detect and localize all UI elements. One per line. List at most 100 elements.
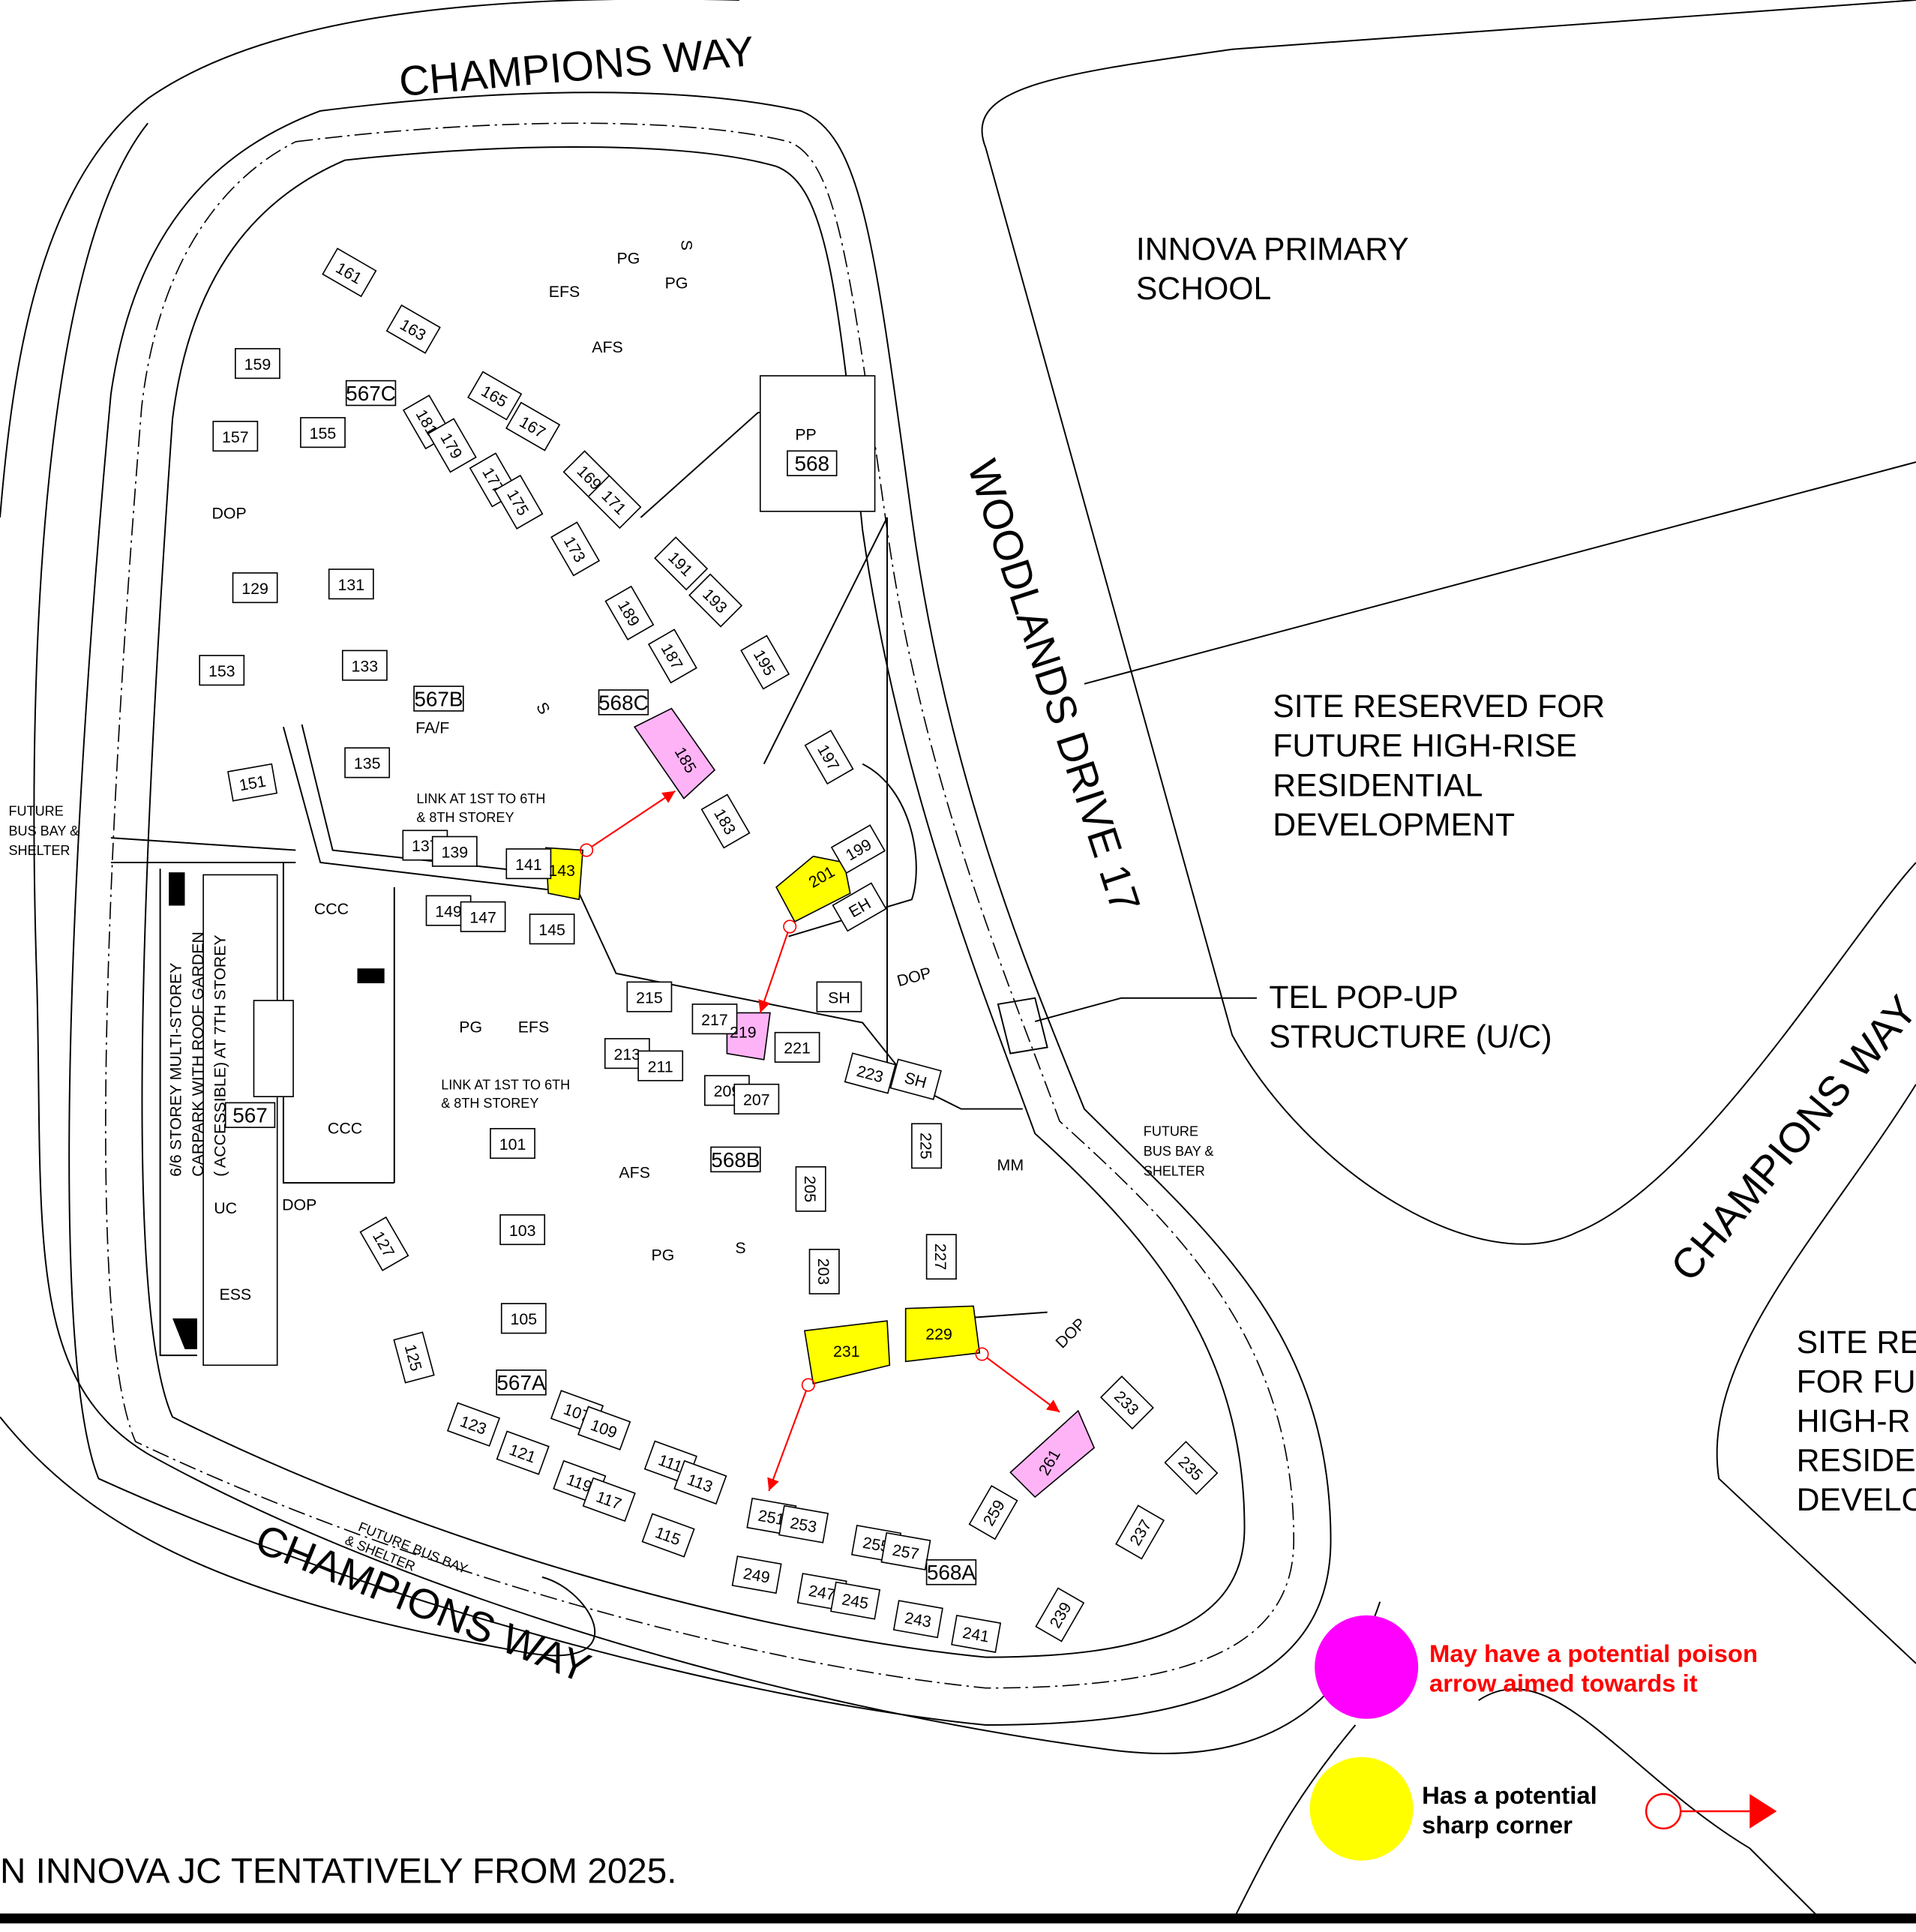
precinct-box <box>710 1146 761 1173</box>
block-157: 157 <box>212 421 259 452</box>
block-number: 221 <box>784 1040 811 1058</box>
block-outline <box>582 1477 636 1522</box>
footer-note: N INNOVA JC TENTATIVELY FROM 2025. <box>0 1851 677 1891</box>
block-eh: EH <box>832 882 887 932</box>
block-155: 155 <box>300 417 346 448</box>
block-231-sharp-highlight <box>803 1320 891 1384</box>
block-225: 225 <box>911 1123 943 1169</box>
facility-fa-f: FA/F <box>415 719 449 737</box>
block-number: 145 <box>538 921 565 939</box>
block-249: 249 <box>731 1556 782 1594</box>
block-outline <box>889 1058 942 1100</box>
block-outline <box>235 348 280 380</box>
precinct-box <box>496 1370 547 1396</box>
block-outline <box>637 1050 684 1082</box>
block-239: 239 <box>1035 1587 1085 1642</box>
block-number: 253 <box>789 1514 818 1537</box>
block-163: 163 <box>385 304 441 354</box>
block-outline <box>199 655 245 686</box>
block-135: 135 <box>344 747 391 778</box>
precinct-box <box>925 1559 977 1586</box>
block-number: 217 <box>701 1011 728 1029</box>
block-229-sharp-highlight <box>904 1305 981 1363</box>
facility-dop: DOP <box>895 964 934 990</box>
block-189: 189 <box>604 585 655 640</box>
block-number: 157 <box>222 428 249 446</box>
block-261-poison-highlight <box>1009 1409 1096 1498</box>
block-215: 215 <box>626 981 673 1012</box>
facility-afs: AFS <box>619 1164 650 1182</box>
block-197: 197 <box>804 729 854 785</box>
block-outline <box>446 1402 501 1447</box>
block-219-poison-highlight <box>726 1012 771 1060</box>
block-number: 257 <box>891 1541 920 1564</box>
block-outline <box>604 585 655 640</box>
facility-pg: PG <box>652 1246 675 1264</box>
block-number: 219 <box>730 1023 757 1041</box>
block-205: 205 <box>795 1166 826 1212</box>
facility-uc: UC <box>214 1199 237 1217</box>
block-outline <box>740 634 790 690</box>
block-147: 147 <box>460 901 506 932</box>
precinct-box <box>787 450 838 476</box>
block-217: 217 <box>691 1004 738 1035</box>
block-outline <box>968 1485 1018 1540</box>
block-outline <box>641 1513 695 1558</box>
block-outline <box>505 848 552 880</box>
block-outline <box>322 248 377 298</box>
block-number: 131 <box>337 576 364 594</box>
block-outline <box>951 1614 1002 1653</box>
precinct-568b: 568B <box>711 1148 760 1172</box>
block-105: 105 <box>500 1303 547 1334</box>
block-number: 227 <box>931 1244 949 1270</box>
block-151: 151 <box>227 763 278 802</box>
block-outline <box>427 418 477 473</box>
block-outline <box>587 475 642 530</box>
block-sh: SH <box>889 1058 942 1100</box>
block-outline <box>844 1052 897 1094</box>
block-141: 141 <box>505 848 552 880</box>
block-219: 219 <box>730 1023 757 1041</box>
block-outline <box>733 1083 780 1114</box>
block-number: 207 <box>743 1091 770 1109</box>
block-173: 173 <box>550 521 601 577</box>
block-outline <box>577 1406 631 1450</box>
block-131: 131 <box>328 568 374 600</box>
legend-arrow-icon <box>1645 1792 1777 1830</box>
block-203: 203 <box>808 1249 840 1294</box>
block-133: 133 <box>341 650 388 681</box>
block-115: 115 <box>641 1513 695 1558</box>
precinct-567a: 567A <box>496 1371 546 1394</box>
block-number: 159 <box>244 356 271 374</box>
block-199: 199 <box>830 824 886 874</box>
block-outline <box>691 1004 738 1035</box>
block-number: 147 <box>469 909 496 927</box>
precinct-box <box>345 380 397 406</box>
block-161: 161 <box>322 248 377 298</box>
block-245: 245 <box>830 1581 881 1620</box>
facility-ccc: CCC <box>314 900 349 918</box>
block-outline <box>300 417 346 448</box>
block-number: 213 <box>614 1046 641 1064</box>
facility-dop: DOP <box>1052 1315 1090 1352</box>
block-129: 129 <box>232 572 278 604</box>
block-outline <box>688 573 743 628</box>
block-139: 139 <box>431 836 478 867</box>
link-label-1: LINK AT 1ST TO 6TH& 8TH STOREY <box>416 791 545 825</box>
block-outline <box>212 421 259 452</box>
block-outline <box>816 981 862 1012</box>
bottom-border <box>0 1913 1916 1924</box>
block-185-poison-highlight <box>633 707 716 800</box>
block-outline <box>460 901 506 932</box>
facility-s: S <box>678 240 696 250</box>
block-number: 205 <box>801 1176 819 1203</box>
block-187: 187 <box>647 628 697 684</box>
block-223: 223 <box>844 1052 897 1094</box>
link-label-2: LINK AT 1ST TO 6TH& 8TH STOREY <box>441 1077 570 1111</box>
